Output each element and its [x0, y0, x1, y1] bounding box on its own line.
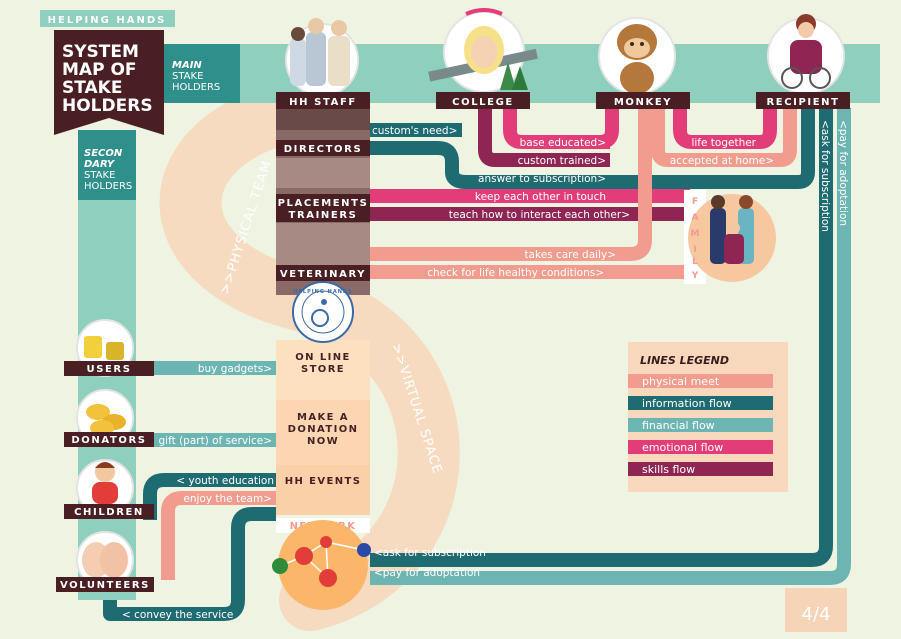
legend-item-label: physical meet: [642, 375, 720, 388]
legend-swatch: [628, 440, 773, 454]
online-store-label-2: STORE: [301, 364, 345, 375]
monkey-avatar: [598, 17, 676, 95]
volunteers-label: VOLUNTEERS: [60, 580, 150, 591]
flow-takes-care: takes care daily>: [524, 249, 616, 261]
college-label: COLLEGE: [452, 97, 514, 108]
legend-swatch: [628, 462, 773, 476]
secondary-label-block: [78, 130, 136, 200]
placements-label: PLACEMENTS: [278, 198, 369, 209]
legend-item-label: skills flow: [642, 463, 695, 476]
donators-label: DONATORS: [71, 435, 146, 446]
staff-roles: DIRECTORS PLACEMENTS TRAINERS VETERINARY: [276, 140, 370, 281]
flow-base-educated: base educated>: [520, 137, 606, 149]
flow-labels: custom's need> base educated> custom tra…: [122, 120, 849, 621]
legend-swatch: [628, 374, 773, 388]
family-letter-5: L: [692, 257, 698, 267]
hh-staff-avatar: [285, 18, 359, 97]
lines-legend: LINES LEGEND physical meet information fl…: [628, 342, 788, 492]
legend-item-label: emotional flow: [642, 441, 723, 454]
monkey-label: MONKEY: [614, 97, 672, 108]
helping-hands-logo: HELPING HANDS: [292, 281, 354, 343]
title-line-2: MAP OF: [62, 60, 137, 80]
family-letter-6: Y: [691, 271, 699, 281]
family-group: F A M I L Y: [684, 190, 776, 284]
donators-node: DONATORS: [64, 389, 154, 447]
college-avatar: [428, 8, 538, 93]
legend-item-label: information flow: [642, 397, 732, 410]
users-node: USERS: [64, 319, 154, 377]
page-number: 4/4: [802, 604, 831, 625]
title-ribbon: [54, 30, 164, 135]
brand-label: HELPING HANDS: [48, 15, 167, 26]
recipient-bar: [756, 92, 850, 109]
flow-pay-adoptation: <pay for adoptation: [374, 567, 480, 579]
main-label-1: MAIN: [172, 60, 202, 71]
family-letter-4: I: [693, 245, 696, 255]
main-label-2: STAKE: [172, 71, 203, 82]
users-label: USERS: [86, 364, 131, 375]
family-letter-1: F: [692, 197, 698, 207]
recipient-avatar: [767, 14, 845, 95]
secondary-label-4: HOLDERS: [84, 181, 132, 192]
flow-teach-interact: teach how to interact each other>: [449, 209, 630, 221]
flow-answer-subscription: answer to subscription>: [478, 173, 606, 185]
title-line-1: SYSTEM: [62, 42, 139, 62]
top-node-labels: HH STAFF COLLEGE MONKEY RECIPIENT: [276, 92, 850, 109]
monkey-bar: [596, 92, 690, 109]
network-graphic: [272, 520, 371, 610]
children-node: CHILDREN: [64, 459, 154, 519]
hh-events-label: HH EVENTS: [285, 476, 362, 487]
hh-staff-label: HH STAFF: [289, 97, 357, 108]
title-block: HELPING HANDS SYSTEM MAP OF STAKE HOLDER…: [40, 10, 175, 135]
legend-swatch: [628, 396, 773, 410]
flow-check-health: check for life healthy conditions>: [427, 267, 604, 279]
flow-pay-adoptation-vertical: <pay for adoptation: [837, 120, 849, 226]
donation-label-3: NOW: [307, 436, 339, 447]
volunteers-node: VOLUNTEERS: [56, 531, 154, 592]
flow-youth-education: < youth education: [176, 475, 274, 487]
flow-convey-service: < convey the service: [122, 609, 233, 621]
children-label: CHILDREN: [74, 507, 144, 518]
flow-ask-subscription: <ask for subscription: [374, 547, 486, 559]
flow-customs-need: custom's need>: [372, 125, 457, 137]
recipient-label: RECIPIENT: [766, 97, 839, 108]
title-line-3: STAKE: [62, 78, 122, 98]
brand-banner: [40, 10, 175, 27]
logo-text: HELPING HANDS: [293, 289, 352, 295]
hh-staff-bar: [276, 92, 370, 109]
flow-gift-service: gift (part) of service>: [159, 435, 272, 447]
flow-ask-subscription-vertical: <ask for subscription: [819, 120, 831, 232]
directors-label: DIRECTORS: [284, 144, 363, 155]
family-letter-2: A: [692, 213, 699, 223]
legend-item-label: financial flow: [642, 419, 715, 432]
flow-enjoy-team: enjoy the team>: [183, 493, 272, 505]
donation-label-1: MAKE A: [297, 412, 349, 423]
secondary-label-1: SECON: [84, 148, 123, 159]
college-bar: [436, 92, 530, 109]
secondary-label-3: STAKE: [84, 170, 115, 181]
legend-swatch: [628, 418, 773, 432]
family-letter-3: M: [691, 229, 700, 239]
trainers-label: TRAINERS: [289, 210, 358, 221]
veterinary-label: VETERINARY: [280, 269, 366, 280]
legend-title: LINES LEGEND: [640, 354, 729, 367]
flow-keep-in-touch: keep each other in touch: [475, 191, 606, 203]
flow-life-together: life together: [691, 137, 756, 149]
page-number-block: 4/4: [785, 588, 847, 632]
donation-label-2: DONATION: [288, 424, 359, 435]
main-label: MAIN STAKE HOLDERS: [172, 60, 220, 93]
secondary-label-2: DARY: [84, 159, 116, 170]
flow-custom-trained: custom trained>: [518, 155, 606, 167]
title-line-4: HOLDERS: [62, 96, 153, 116]
main-label-3: HOLDERS: [172, 82, 220, 93]
flow-lines: [103, 108, 851, 621]
online-store-label-1: ON LINE: [295, 352, 350, 363]
flow-accepted-home: accepted at home>: [670, 155, 774, 167]
flow-buy-gadgets: buy gadgets>: [198, 363, 272, 375]
secondary-label: SECON DARY STAKE HOLDERS: [84, 148, 132, 192]
